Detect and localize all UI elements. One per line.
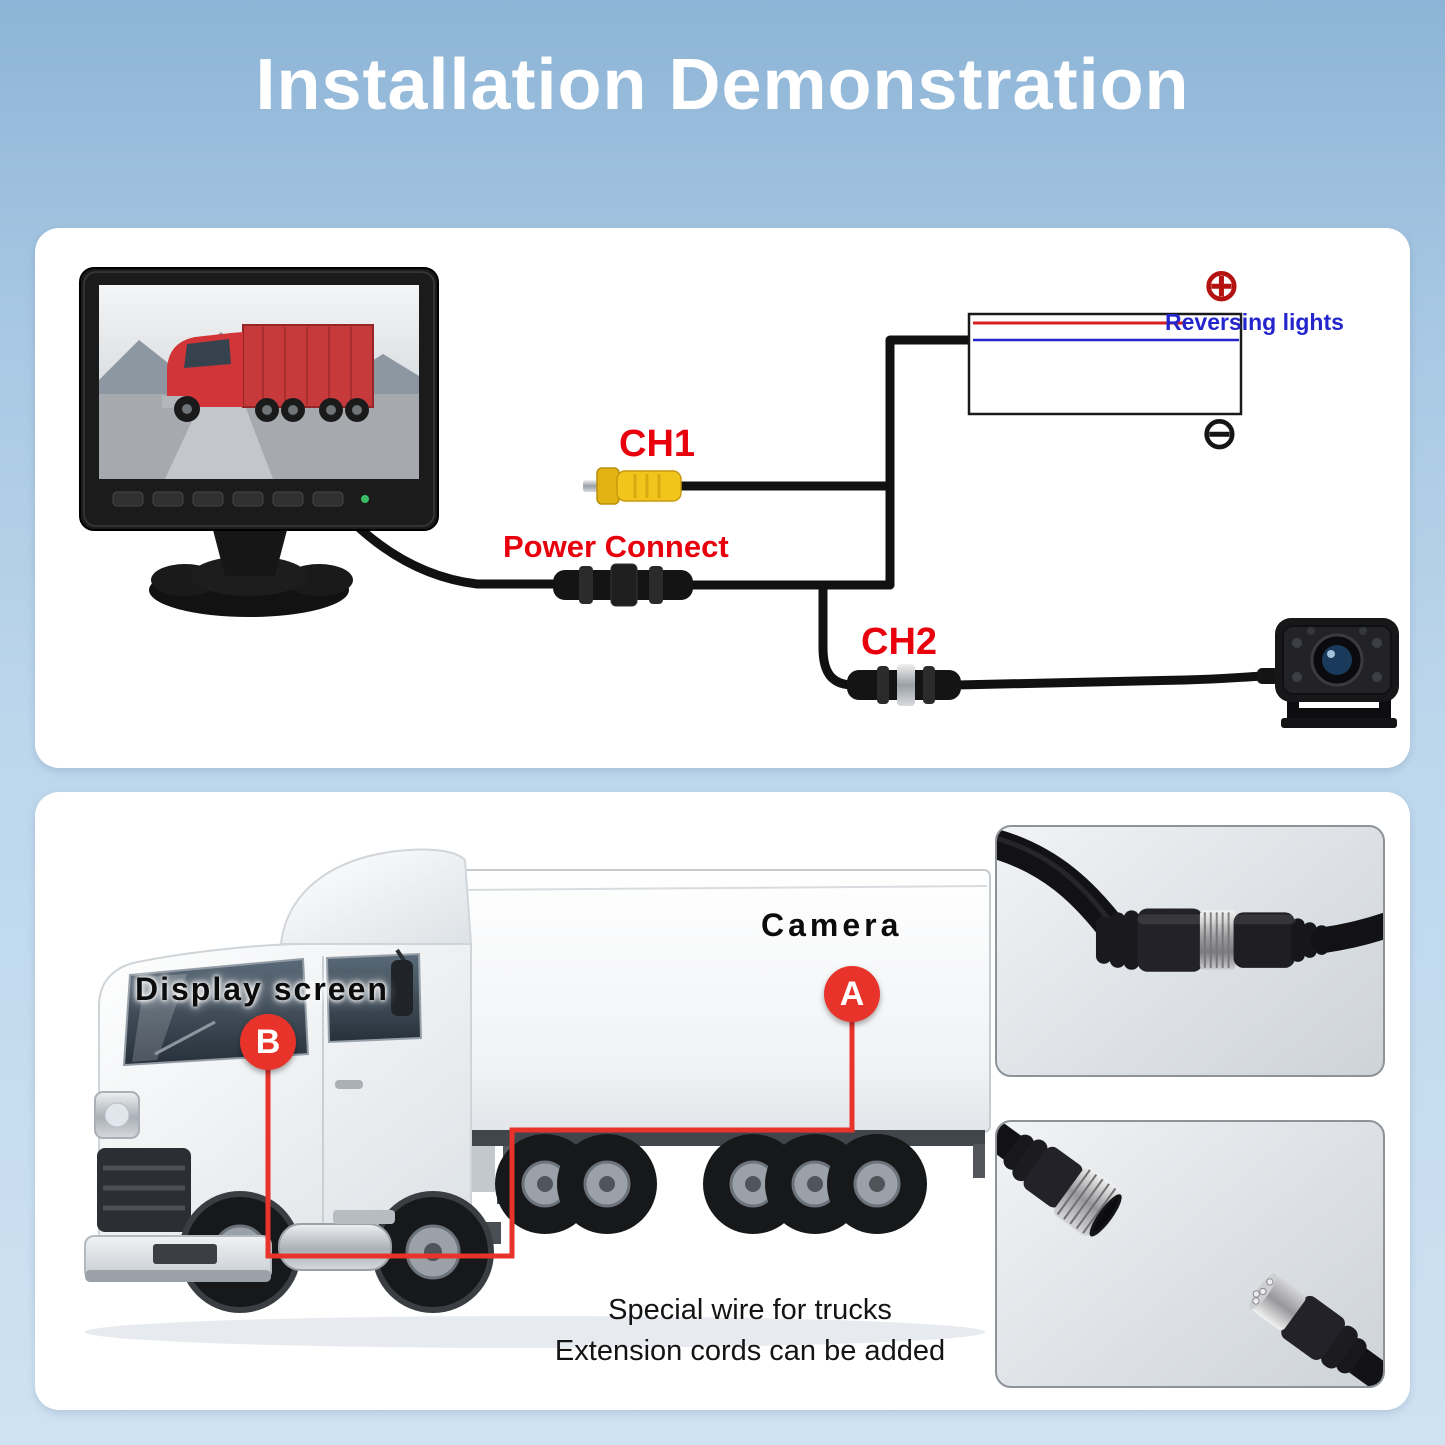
truck-diagram-panel: Display screen Camera A B Special wire f… (35, 792, 1410, 1410)
plus-symbol: ⊕ (1203, 261, 1240, 310)
truck-graphic (84, 848, 991, 1348)
ch2-connector-icon (847, 664, 961, 706)
cab (94, 848, 501, 1244)
monitor-illustration (79, 267, 439, 617)
truck-illustration (84, 848, 991, 1348)
separated-connectors-photo (995, 1120, 1385, 1388)
joined-connectors-photo (995, 825, 1385, 1077)
rca-connector-icon (583, 467, 682, 505)
wire-note-line1: Special wire for trucks (608, 1294, 892, 1326)
marker-a: A (824, 966, 880, 1022)
wiring-diagram-graphic (79, 267, 1399, 728)
power-connect-label: Power Connect (503, 529, 729, 564)
female-aviation-connector (997, 1122, 1122, 1237)
reversing-lights-box (967, 312, 1243, 416)
wire-note-line2: Extension cords can be added (554, 1335, 946, 1367)
reversing-lights-label: Reversing lights (1165, 309, 1344, 335)
separated-connectors-graphic (997, 1122, 1383, 1386)
ch1-label: CH1 (619, 423, 696, 465)
monitor-screen-truck (162, 324, 374, 422)
camera-cable-route (265, 1022, 855, 1259)
power-connector-icon (553, 563, 693, 607)
display-screen-label: Display screen (135, 971, 389, 1007)
monitor-buttons (112, 491, 369, 507)
male-aviation-connector (1249, 1273, 1383, 1386)
minus-symbol: ⊖ (1201, 409, 1238, 458)
page-title: Installation Demonstration (255, 45, 1190, 125)
wiring-diagram-panel: CH1 Power Connect CH2 Reversing lights ⊕… (35, 228, 1410, 768)
marker-b: B (240, 1014, 296, 1070)
ch2-label: CH2 (861, 621, 938, 663)
rear-camera-illustration (1257, 618, 1399, 728)
camera-label: Camera (761, 907, 903, 943)
trailer-wheels (495, 1134, 927, 1234)
joined-connectors-graphic (997, 828, 1383, 972)
wire-note: Special wire for trucks Extension cords … (470, 1290, 1030, 1372)
